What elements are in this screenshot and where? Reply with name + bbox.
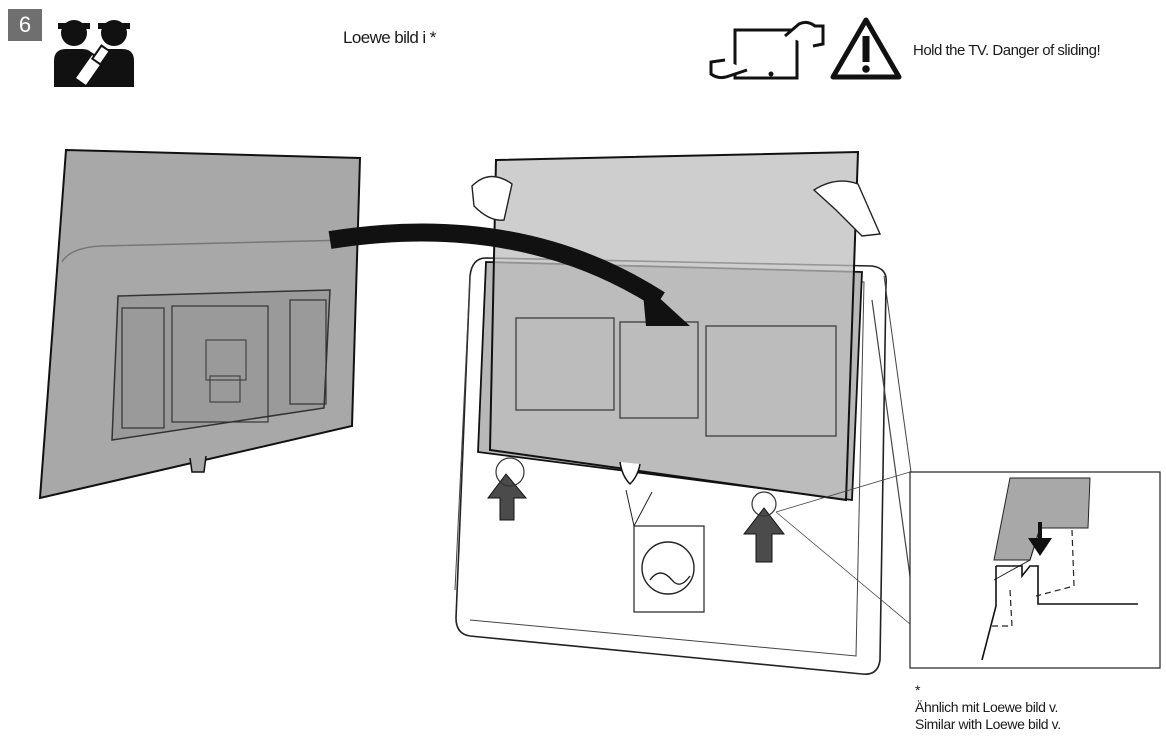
footnote-line-de: Ähnlich mit Loewe bild v. [915,699,1059,715]
model-label: Loewe bild i * [343,28,436,47]
warning-triangle-icon [830,17,902,80]
hold-tv-icon [709,20,825,80]
step-number-badge: 6 [8,9,42,41]
footnote-asterisk: * [915,682,921,698]
warning-text: Hold the TV. Danger of sliding! [913,42,1101,59]
two-person-icon [54,20,134,87]
tv-rear-view [38,148,362,500]
footnote-line-en: Similar with Loewe bild v. [915,716,1061,732]
footnote: * Ähnlich mit Loewe bild v. Similar with… [915,682,1061,733]
